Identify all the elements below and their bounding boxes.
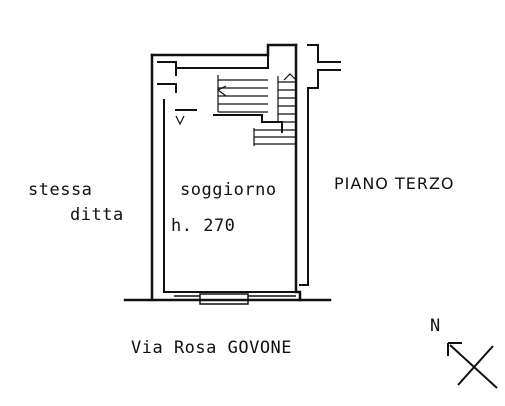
room-name: soggiorno xyxy=(180,180,277,200)
floor-label: PIANO TERZO xyxy=(334,174,455,193)
top-wall xyxy=(150,43,298,57)
right-wall-outer xyxy=(299,87,309,286)
door-arrow xyxy=(175,115,185,126)
staircase xyxy=(175,73,297,146)
stair-arrow-down xyxy=(216,85,227,97)
stair-mid-wall xyxy=(175,109,283,133)
room-height: h. 270 xyxy=(171,216,236,236)
north-arrow-icon xyxy=(447,342,498,389)
facade-window xyxy=(174,293,296,305)
north-label: N xyxy=(430,316,441,336)
door-jamb-left xyxy=(157,61,177,93)
left-wall-inner xyxy=(163,99,173,293)
upper-right-wall xyxy=(307,44,341,89)
left-wall xyxy=(123,53,154,302)
neighbor-label-line1: stessa xyxy=(28,180,93,200)
right-wall xyxy=(294,43,332,302)
street-label: Via Rosa GOVONE xyxy=(131,338,293,358)
stair-top-wall xyxy=(175,54,269,69)
stair-arrow-up xyxy=(283,73,297,81)
neighbor-label-line2: ditta xyxy=(70,205,124,225)
